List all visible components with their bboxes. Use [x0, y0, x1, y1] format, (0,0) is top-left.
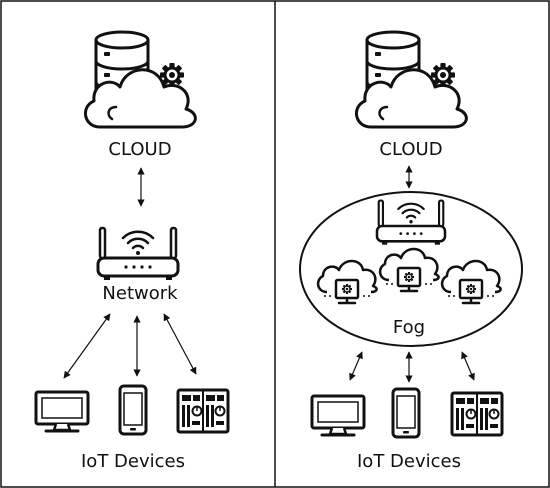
fog-monitor-arrow	[349, 351, 363, 381]
control-panel-icon	[450, 391, 504, 437]
smartphone-icon	[118, 384, 148, 436]
network-monitor-arrow	[63, 313, 111, 379]
cloud-label: CLOUD	[379, 139, 442, 160]
router-icon	[96, 226, 180, 282]
network-panel-arrow	[163, 313, 197, 375]
smartphone-icon	[391, 387, 421, 439]
right-panel: CLOUD Fog IoT Devices	[299, 30, 523, 472]
gear-icon	[160, 63, 184, 87]
monitor-icon	[34, 390, 90, 433]
network-label: Network	[102, 283, 178, 304]
cloud-label: CLOUD	[108, 139, 171, 160]
fog-panel-arrow	[461, 351, 475, 381]
devices-label: IoT Devices	[357, 451, 461, 472]
gear-icon	[431, 63, 455, 87]
left-panel: CLOUD Network IoT Devices	[34, 30, 230, 472]
control-panel-icon	[176, 388, 230, 434]
fog-label: Fog	[393, 317, 425, 338]
monitor-icon	[310, 394, 366, 437]
devices-label: IoT Devices	[81, 451, 185, 472]
